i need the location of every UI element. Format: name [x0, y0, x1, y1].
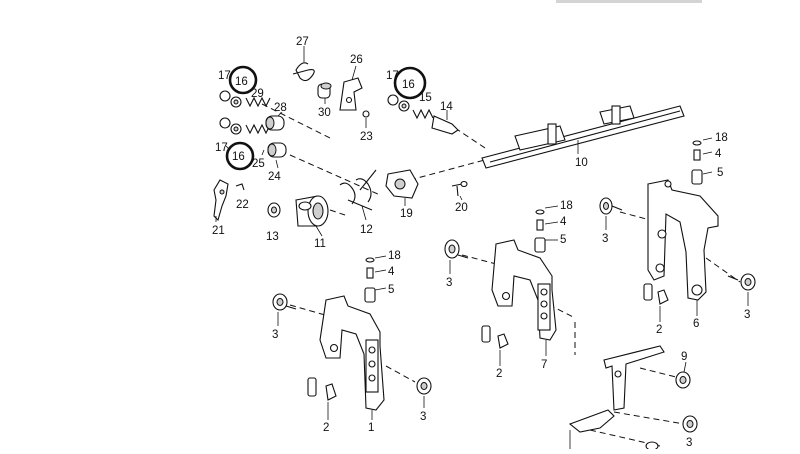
callout-11: 11 — [314, 238, 326, 250]
part-group-detent-right — [387, 94, 459, 135]
callout-16: 16 — [402, 79, 415, 91]
callout-4: 4 — [388, 266, 395, 278]
callout-3: 3 — [686, 437, 692, 449]
bolt-3-a — [599, 197, 623, 215]
part-19-selector — [385, 169, 419, 206]
callout-1: 1 — [368, 422, 374, 434]
highlight-circles — [225, 65, 427, 171]
callout-22: 22 — [236, 199, 249, 211]
part-23-pin — [362, 110, 370, 128]
callout-labels: 27 26 17 16 29 28 30 23 17 16 15 14 17 1… — [212, 36, 750, 449]
bolt-3-f — [682, 415, 698, 433]
callout-13: 13 — [266, 231, 279, 243]
part-9-rail — [568, 345, 665, 451]
leader-lines — [215, 111, 749, 420]
pad-2-a — [643, 283, 669, 305]
callout-28: 28 — [274, 102, 287, 114]
callout-4: 4 — [715, 148, 722, 160]
callout-6: 6 — [693, 318, 699, 330]
callout-14: 14 — [440, 101, 453, 113]
callout-3: 3 — [272, 329, 278, 341]
part-20-bolt — [451, 180, 468, 197]
part-1-shift-fork — [319, 295, 385, 420]
callout-2: 2 — [496, 368, 502, 380]
part-13-washer — [267, 202, 281, 218]
callout-5: 5 — [560, 234, 566, 246]
callout-3: 3 — [744, 309, 750, 321]
part-26-bracket — [339, 65, 363, 111]
part-12-torsion-spring — [339, 169, 377, 211]
part-group-detent-left — [219, 90, 287, 158]
callout-2: 2 — [323, 422, 329, 434]
callout-2: 2 — [656, 324, 662, 336]
highlight-circle-16-a — [228, 65, 258, 95]
part-11-bushing — [295, 195, 329, 227]
bolt-3-c — [444, 239, 469, 259]
part-7-shift-fork — [491, 239, 557, 356]
bolt-9 — [675, 371, 691, 389]
part-6-shift-fork — [647, 179, 719, 316]
callout-18: 18 — [715, 132, 728, 144]
part-21-lever — [213, 179, 229, 222]
callout-4: 4 — [560, 216, 567, 228]
part-10-shift-shaft — [481, 105, 685, 169]
bolt-3-d — [272, 293, 297, 311]
highlight-circle-16-b — [393, 66, 427, 100]
callout-3: 3 — [420, 411, 426, 423]
part-27-spring — [292, 46, 315, 82]
callout-17: 17 — [218, 70, 231, 82]
callout-17: 17 — [386, 70, 399, 82]
callout-25: 25 — [252, 158, 265, 170]
callout-7: 7 — [541, 359, 547, 371]
bolt-3-e — [416, 377, 432, 395]
callout-20: 20 — [455, 202, 468, 214]
callout-16: 16 — [232, 151, 245, 163]
callout-18: 18 — [560, 200, 573, 212]
part-group-18-4-5-top — [691, 137, 713, 185]
callout-5: 5 — [388, 284, 394, 296]
pad-2-c — [307, 377, 337, 401]
callout-12: 12 — [360, 224, 373, 236]
callout-17: 17 — [215, 142, 228, 154]
callout-23: 23 — [360, 131, 373, 143]
callout-5: 5 — [717, 167, 723, 179]
pad-2-b — [481, 325, 509, 349]
callout-3: 3 — [602, 233, 608, 245]
callout-3: 3 — [446, 277, 452, 289]
callout-26: 26 — [350, 54, 363, 66]
callout-18: 18 — [388, 250, 401, 262]
callout-29: 29 — [251, 88, 264, 100]
part-group-18-4-5-low — [364, 255, 387, 303]
callout-24: 24 — [268, 171, 281, 183]
callout-16: 16 — [235, 76, 248, 88]
callout-27: 27 — [296, 36, 309, 48]
callout-21: 21 — [212, 225, 225, 237]
highlight-circle-16-c — [225, 141, 255, 171]
callout-9: 9 — [681, 351, 687, 363]
callout-30: 30 — [318, 107, 331, 119]
callout-19: 19 — [400, 208, 413, 220]
part-22-clip — [235, 183, 245, 191]
callout-15: 15 — [419, 92, 432, 104]
top-scrollbar-strip — [556, 0, 702, 3]
callout-10: 10 — [575, 157, 588, 169]
part-30-roller — [317, 82, 332, 104]
bolt-3-b — [727, 273, 756, 291]
part-2-pads — [307, 283, 669, 401]
part-group-18-4-5-mid — [534, 205, 559, 253]
part-3-bolts — [272, 197, 756, 433]
